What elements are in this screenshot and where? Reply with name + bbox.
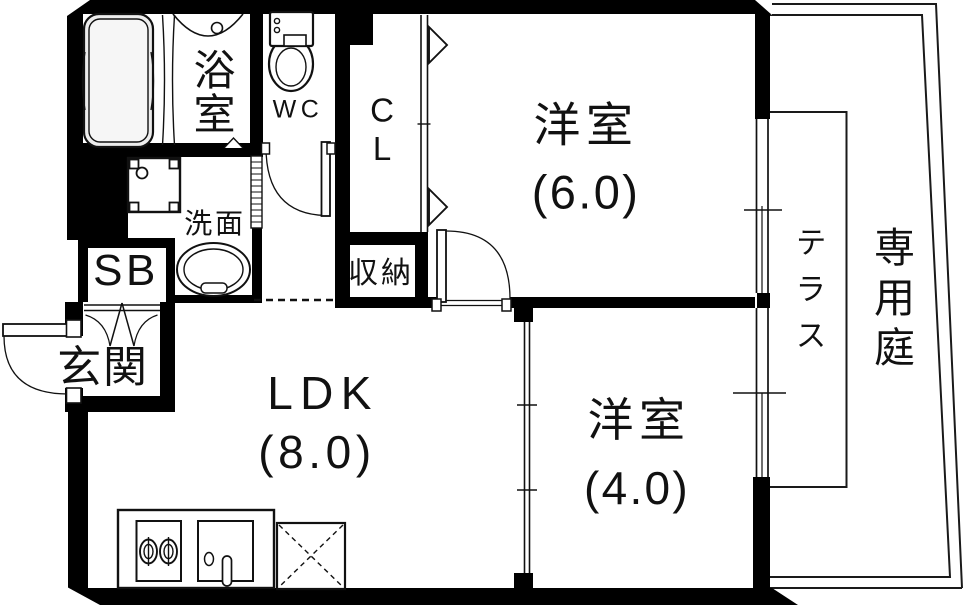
corner-bevels (67, 0, 772, 605)
room-label-entrance: 玄関 (57, 343, 149, 392)
room-label-bath: 浴室 (188, 47, 235, 137)
room6-door (431, 229, 512, 312)
closet-door (417, 15, 449, 232)
window-room4 (733, 308, 786, 477)
terrace-outline (770, 111, 848, 488)
shoebox-interior (88, 248, 166, 302)
washing-machine-space (126, 156, 182, 214)
toilet-icon (267, 10, 315, 93)
bath-counter-icon (172, 13, 244, 149)
area-label-terrace: テラス (790, 226, 826, 366)
room-size-room6: (6.0) (531, 165, 641, 219)
room-label-shoebox: SB (93, 246, 159, 295)
shoebox-doors (84, 302, 160, 347)
room-size-room4: (4.0) (583, 462, 691, 514)
refrigerator-space (275, 521, 347, 591)
room-label-closet: CL (363, 91, 401, 169)
window-room6 (744, 119, 782, 293)
ldk-room4-partition (517, 322, 537, 573)
garden-outline (770, 3, 963, 589)
washroom-sliding-door (250, 155, 263, 229)
room-size-ldk: (8.0) (258, 426, 376, 478)
bath-door (161, 14, 176, 146)
room-label-washroom: 洗面 (184, 208, 246, 239)
entrance-door (2, 319, 83, 404)
room-label-storage: 収納 (348, 257, 414, 290)
stove-icon (135, 520, 182, 582)
vanity-sink-icon (176, 242, 251, 297)
kitchen-counter (116, 508, 276, 590)
room-label-ldk: LDK (267, 367, 379, 419)
wc-door (260, 141, 336, 217)
room-label-room4: 洋室 (587, 394, 691, 446)
area-label-garden: 専用庭 (867, 225, 914, 377)
bathtub (81, 12, 155, 149)
room-label-wc: WC (272, 95, 324, 124)
room-label-room6: 洋室 (533, 98, 639, 152)
corner-bevel-br (753, 588, 798, 605)
